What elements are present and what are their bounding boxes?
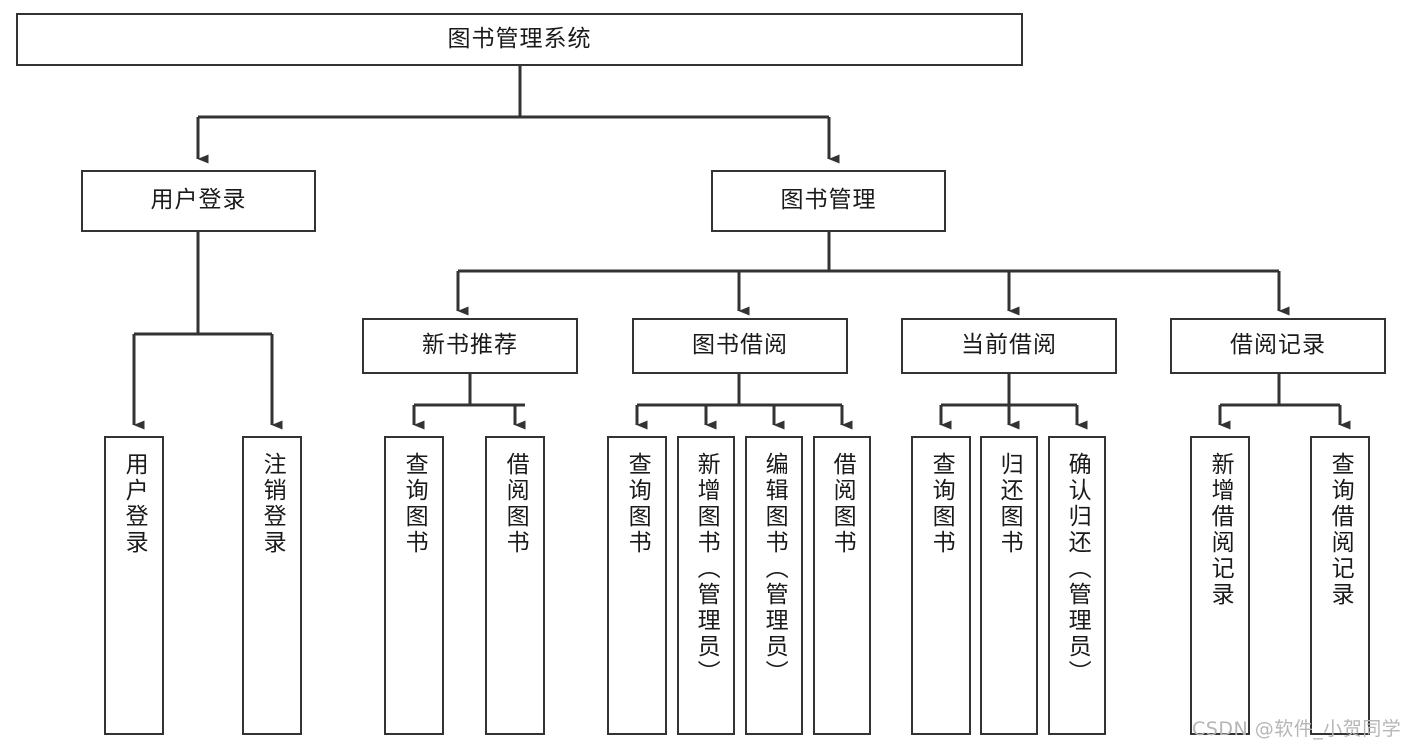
leaf-new-book-borrow-label: 借阅图书 (502, 452, 529, 556)
node-book-borrow[interactable]: 图书借阅 (632, 318, 848, 374)
node-book-borrow-label: 图书借阅 (692, 332, 788, 359)
leaf-new-book-query-label: 查询图书 (401, 452, 428, 556)
node-user-login[interactable]: 用户登录 (81, 170, 316, 232)
leaf-current-borrow-return[interactable]: 归还图书 (980, 436, 1038, 735)
node-new-book-recommend-label: 新书推荐 (422, 332, 518, 359)
edge-book-borrow-to-leaves (637, 374, 842, 407)
leaf-book-borrow-borrow[interactable]: 借阅图书 (813, 436, 871, 735)
leaf-book-borrow-edit-label: 编辑图书（管理员） (761, 452, 788, 686)
leaf-borrow-record-add-label: 新增借阅记录 (1207, 452, 1234, 608)
leaf-book-borrow-borrow-label: 借阅图书 (829, 452, 856, 556)
node-current-borrow-label: 当前借阅 (961, 332, 1057, 359)
node-book-management[interactable]: 图书管理 (711, 170, 946, 232)
leaf-current-borrow-confirm[interactable]: 确认归还（管理员） (1048, 436, 1106, 735)
leaf-current-borrow-query-label: 查询图书 (928, 452, 955, 556)
node-borrow-record[interactable]: 借阅记录 (1170, 318, 1386, 374)
leaf-user-login-login[interactable]: 用户登录 (104, 436, 164, 735)
leaf-borrow-record-add[interactable]: 新增借阅记录 (1190, 436, 1250, 735)
edge-borrow-record-to-leaves (1220, 374, 1340, 407)
edge-new-book-to-leaves (414, 374, 525, 407)
leaf-borrow-record-query-label: 查询借阅记录 (1327, 452, 1354, 608)
leaf-new-book-query[interactable]: 查询图书 (384, 436, 444, 735)
leaf-current-borrow-return-label: 归还图书 (996, 452, 1023, 556)
leaf-book-borrow-query-label: 查询图书 (624, 452, 651, 556)
leaf-current-borrow-confirm-label: 确认归还（管理员） (1064, 452, 1091, 686)
leaf-user-login-logout-label: 注销登录 (259, 452, 286, 556)
leaf-book-borrow-add[interactable]: 新增图书（管理员） (677, 436, 735, 735)
node-root-system[interactable]: 图书管理系统 (16, 13, 1023, 66)
csdn-watermark: CSDN @软件_小贺同学 (1192, 718, 1402, 740)
leaf-book-borrow-add-label: 新增图书（管理员） (693, 452, 720, 686)
node-book-management-label: 图书管理 (780, 187, 877, 214)
node-new-book-recommend[interactable]: 新书推荐 (362, 318, 578, 374)
edge-book-manage-to-bus (458, 232, 1279, 273)
node-root-system-label: 图书管理系统 (447, 25, 592, 52)
node-user-login-label: 用户登录 (150, 187, 247, 214)
leaf-book-borrow-query[interactable]: 查询图书 (607, 436, 667, 735)
leaf-new-book-borrow[interactable]: 借阅图书 (485, 436, 545, 735)
leaf-borrow-record-query[interactable]: 查询借阅记录 (1310, 436, 1370, 735)
leaf-current-borrow-query[interactable]: 查询图书 (911, 436, 971, 735)
leaf-user-login-logout[interactable]: 注销登录 (242, 436, 302, 735)
edge-current-borrow-to-leaves (941, 374, 1077, 407)
edge-root-to-bus (198, 66, 829, 119)
edge-user-login-to-bus (134, 232, 272, 336)
node-current-borrow[interactable]: 当前借阅 (901, 318, 1117, 374)
leaf-book-borrow-edit[interactable]: 编辑图书（管理员） (745, 436, 803, 735)
node-borrow-record-label: 借阅记录 (1230, 332, 1326, 359)
leaf-user-login-login-label: 用户登录 (121, 452, 148, 556)
